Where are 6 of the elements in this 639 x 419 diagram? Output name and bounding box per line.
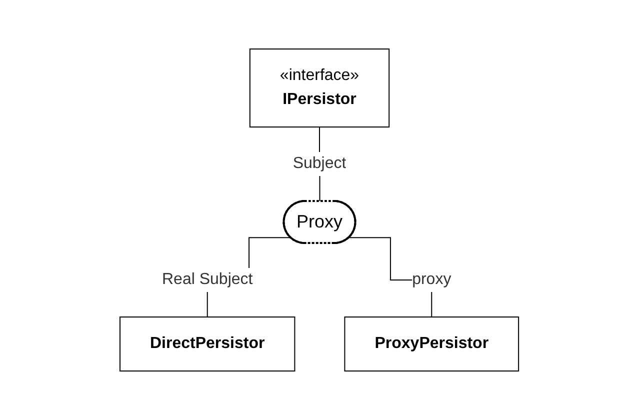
edge-label: proxy bbox=[412, 270, 452, 288]
edge-label: Subject bbox=[293, 154, 346, 172]
node-box: DirectPersistor bbox=[120, 316, 296, 371]
node-box: ProxyPersistor bbox=[344, 316, 520, 371]
edge-label: Real Subject bbox=[162, 270, 253, 288]
node-box: «interface» IPersistor bbox=[250, 48, 390, 127]
